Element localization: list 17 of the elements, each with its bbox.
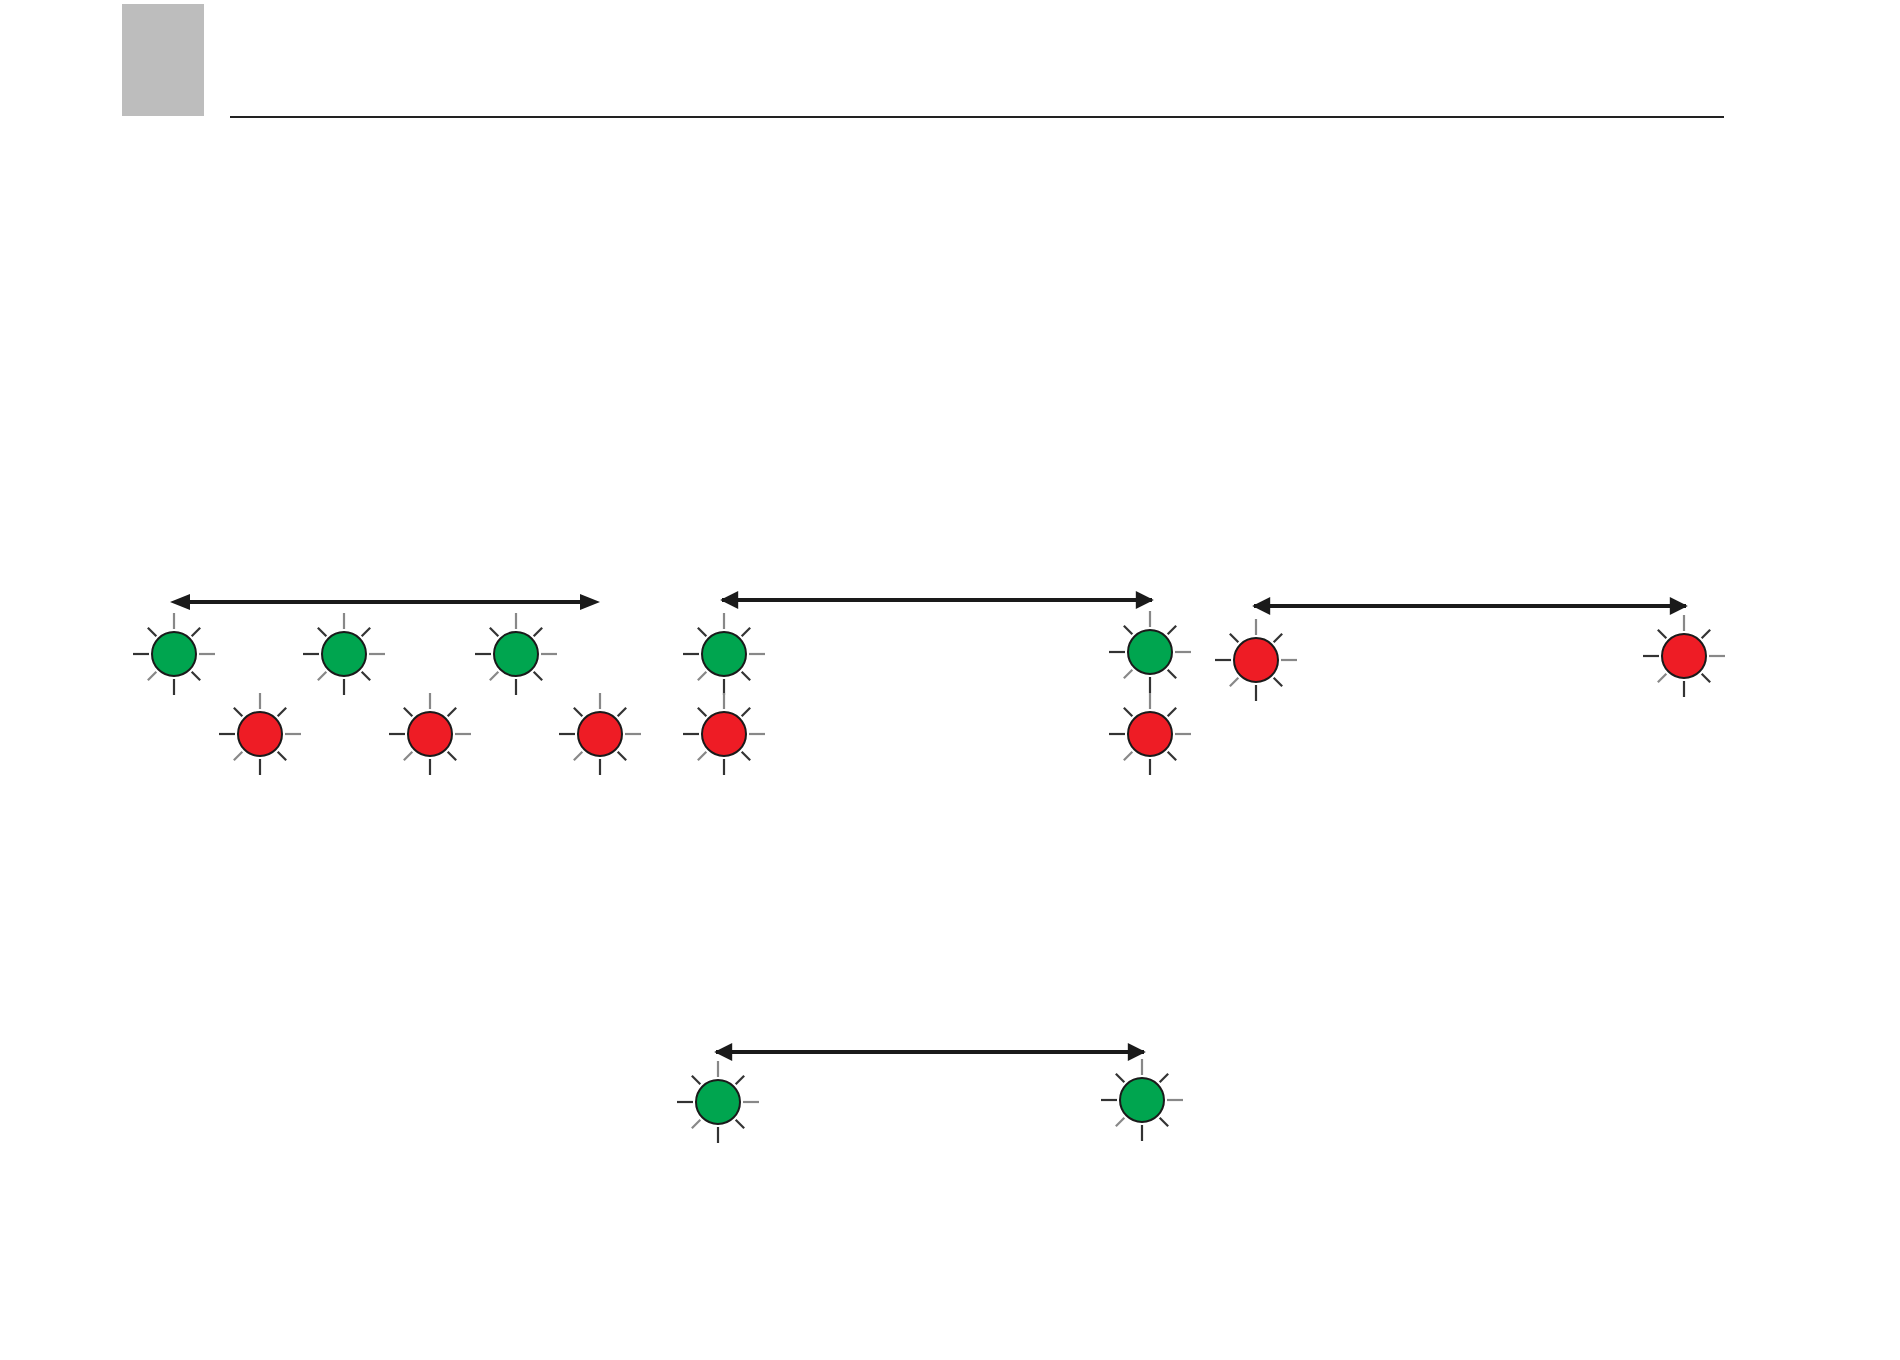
signal-lamp — [680, 1064, 756, 1140]
signal-lamp — [136, 616, 212, 692]
signal-lamp — [1104, 1062, 1180, 1138]
signal-lamp — [1646, 618, 1722, 694]
signal-lamp — [1218, 622, 1294, 698]
signal-lamp — [392, 696, 468, 772]
signal-lamp — [686, 696, 762, 772]
signal-lamp — [222, 696, 298, 772]
double-arrow — [720, 591, 1154, 609]
signal-lamp — [1112, 614, 1188, 690]
signal-lamp — [478, 616, 554, 692]
signal-lamp — [686, 616, 762, 692]
signal-lamp — [306, 616, 382, 692]
signal-lamp — [1112, 696, 1188, 772]
signal-lamp — [562, 696, 638, 772]
double-arrow — [1252, 597, 1688, 615]
double-arrow — [714, 1043, 1146, 1061]
